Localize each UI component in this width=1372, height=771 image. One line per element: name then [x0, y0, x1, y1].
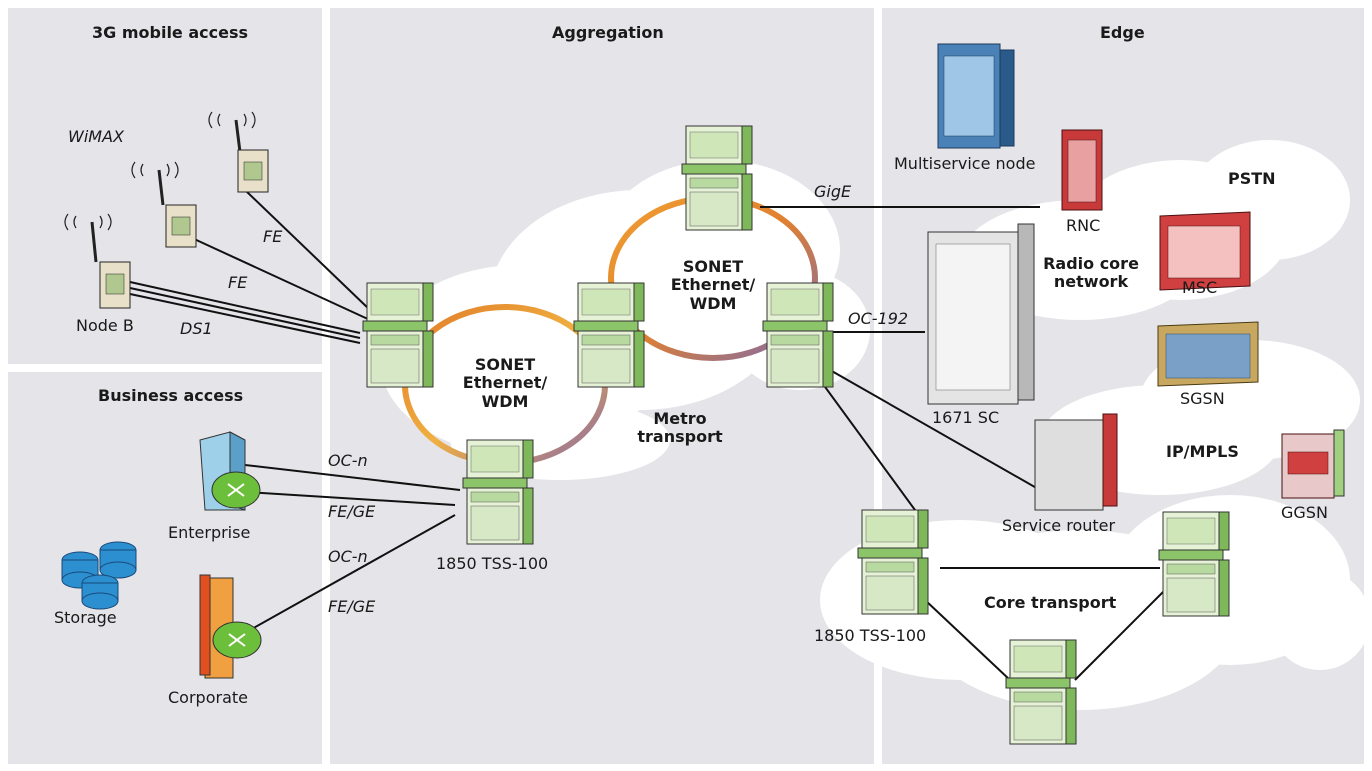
- ne-shelf-icon: [1005, 639, 1077, 745]
- antenna-tower-icon: [208, 111, 269, 193]
- label-fe-1: FE: [263, 227, 283, 246]
- radio-core-line1: Radio core: [1043, 254, 1139, 273]
- router-icon: [211, 471, 261, 509]
- label-rnc: RNC: [1066, 216, 1101, 235]
- rack-icon: [937, 43, 1015, 149]
- rack-icon: [1281, 429, 1345, 499]
- ne-shelf-icon: [362, 282, 434, 388]
- label-ocn-2: OC-n: [328, 547, 368, 566]
- rack-icon: [927, 223, 1035, 405]
- radio-core-label: Radio core network: [1036, 254, 1146, 292]
- section-title-aggregation: Aggregation: [552, 23, 664, 42]
- links: [129, 189, 1166, 681]
- label-tss-agg: 1850 TSS-100: [436, 554, 549, 573]
- ring-right-line1: SONET: [682, 257, 744, 276]
- label-enterprise: Enterprise: [168, 523, 251, 542]
- label-node-b: Node B: [76, 316, 134, 335]
- ring-left-line1: SONET: [474, 355, 536, 374]
- label-oc192: OC-192: [848, 309, 909, 328]
- radio-core-line2: network: [1053, 272, 1129, 292]
- label-multiservice-node: Multiservice node: [894, 154, 1036, 173]
- label-fe-2: FE: [228, 273, 248, 292]
- ne-shelf-icon: [462, 439, 534, 545]
- section-title-mobile-access: 3G mobile access: [92, 23, 249, 42]
- label-msc: MSC: [1182, 278, 1218, 297]
- ring-right-line2: Ethernet/: [670, 275, 756, 295]
- rack-icon: [1034, 413, 1118, 511]
- label-pstn: PSTN: [1228, 169, 1276, 188]
- ne-shelf-icon: [573, 282, 645, 388]
- label-tss-edge: 1850 TSS-100: [814, 626, 927, 645]
- section-title-edge: Edge: [1100, 23, 1145, 42]
- ne-shelf-icon: [762, 282, 834, 388]
- ring-left-line3: WDM: [481, 391, 529, 411]
- rack-icon: [1061, 129, 1103, 211]
- metro-line2: transport: [637, 427, 723, 447]
- ne-shelf-icon: [857, 509, 929, 615]
- rack-icon: [1159, 211, 1251, 291]
- label-fege-2: FE/GE: [328, 597, 376, 616]
- label-service-router: Service router: [1002, 516, 1116, 535]
- label-ds1: DS1: [180, 319, 213, 338]
- metro-line1: Metro: [653, 409, 707, 428]
- label-sgsn: SGSN: [1180, 389, 1225, 408]
- ring-right-line3: WDM: [689, 293, 737, 313]
- label-corporate: Corporate: [168, 688, 248, 707]
- ring-right-label: SONET Ethernet/ WDM: [658, 257, 768, 313]
- label-storage: Storage: [54, 608, 117, 627]
- label-ggsn: GGSN: [1281, 503, 1328, 522]
- antenna-tower-icon: [131, 161, 197, 248]
- business-access-panel: [8, 372, 322, 764]
- label-ip-mpls: IP/MPLS: [1166, 442, 1239, 461]
- label-wimax: WiMAX: [68, 127, 124, 146]
- label-1671-sc: 1671 SC: [932, 408, 1000, 427]
- ne-shelf-icon: [681, 125, 753, 231]
- ring-left-line2: Ethernet/: [462, 373, 548, 393]
- ring-left-label: SONET Ethernet/ WDM: [450, 355, 560, 411]
- label-core-transport: Core transport: [984, 593, 1117, 612]
- metro-transport-label: Metro transport: [630, 409, 730, 447]
- section-title-business-access: Business access: [98, 386, 244, 405]
- router-icon: [212, 621, 262, 659]
- rack-icon: [1157, 321, 1259, 387]
- ne-shelf-icon: [1158, 511, 1230, 617]
- label-fege-1: FE/GE: [328, 502, 376, 521]
- storage-icon: [61, 541, 137, 610]
- mobile-access-panel: [8, 8, 322, 364]
- label-ocn-1: OC-n: [328, 451, 368, 470]
- label-gige: GigE: [814, 182, 852, 201]
- antenna-tower-icon: [64, 213, 131, 309]
